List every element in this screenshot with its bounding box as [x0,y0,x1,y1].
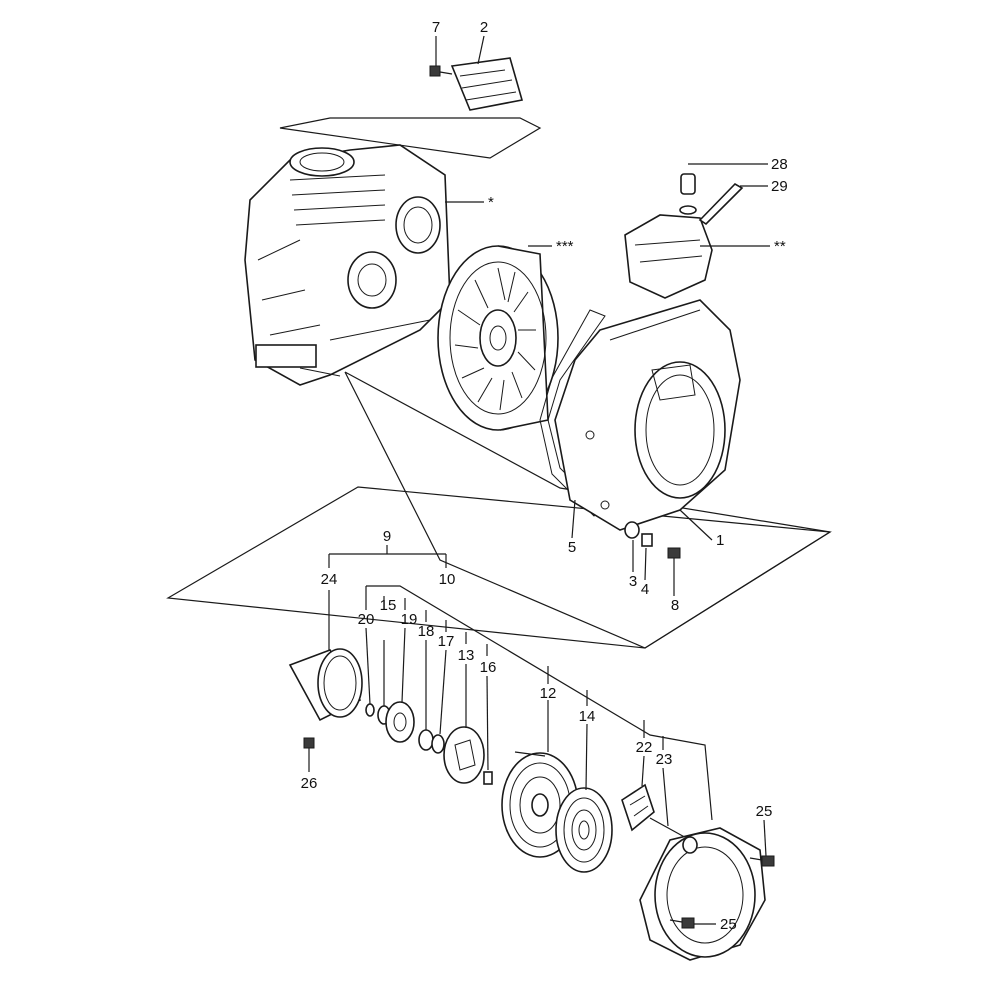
part-14-recoil-spring [555,787,613,873]
callout-10: 10 [439,571,456,588]
part-18-spring [418,729,434,751]
part-7-bolt [429,65,453,77]
part-13-friction-plate [443,726,485,784]
callout-28: 28 [771,156,788,173]
callout-labels: 7 2 * *** 28 29 ** 1 5 3 4 8 9 24 10 20 … [301,19,788,933]
part-1-fan-shroud [554,299,741,531]
callout-14: 14 [579,708,596,725]
part-16-spring [483,771,493,785]
callout-8: 8 [671,597,679,614]
callout-2: 2 [480,19,488,36]
callout-19: 19 [401,611,418,628]
part-28-plug [679,173,697,215]
callout-24: 24 [321,571,338,588]
leader-lines [308,35,770,925]
part-19-ratchet [385,701,415,743]
part-20-clip [365,703,375,717]
callout-12: 12 [540,685,557,702]
part-8-bolt [667,547,681,566]
callout-25-upper: 25 [756,803,773,820]
part-3-washer [624,521,640,539]
callout-22: 22 [636,739,653,756]
callout-4: 4 [641,581,649,598]
callout-5: 5 [568,539,576,556]
callout-triple-star-flywheel: *** [556,238,574,255]
callout-9: 9 [383,528,391,545]
callout-15: 15 [380,597,397,614]
part-17-spring [431,734,445,754]
callout-29: 29 [771,178,788,195]
part-26-bolt [303,737,315,756]
callout-25-lower: 25 [720,916,737,933]
lower-reference-plane [166,486,832,649]
part-25-bolt-lower [669,917,695,929]
flywheel [437,245,559,431]
callout-16: 16 [480,659,497,676]
upper-reference-plane [279,117,542,159]
callout-double-star-head-cover: ** [774,238,786,255]
part-4-nut [641,533,653,547]
part-2-bracket [450,57,524,111]
callout-20: 20 [358,611,375,628]
callout-1: 1 [716,532,724,549]
callout-26: 26 [301,775,318,792]
starter-case [639,827,766,961]
callout-13: 13 [458,647,475,664]
part-29-lever [698,182,744,226]
callout-3: 3 [629,573,637,590]
head-cover [624,214,713,299]
engine-block [244,144,451,386]
callout-23: 23 [656,751,673,768]
part-24-starter-cup [288,648,363,722]
part-25-bolt-upper [749,855,775,867]
callout-star-engine: * [488,194,494,211]
callout-17: 17 [438,633,455,650]
part-22-handle [621,783,655,832]
callout-7: 7 [432,19,440,36]
callout-18: 18 [418,623,435,640]
